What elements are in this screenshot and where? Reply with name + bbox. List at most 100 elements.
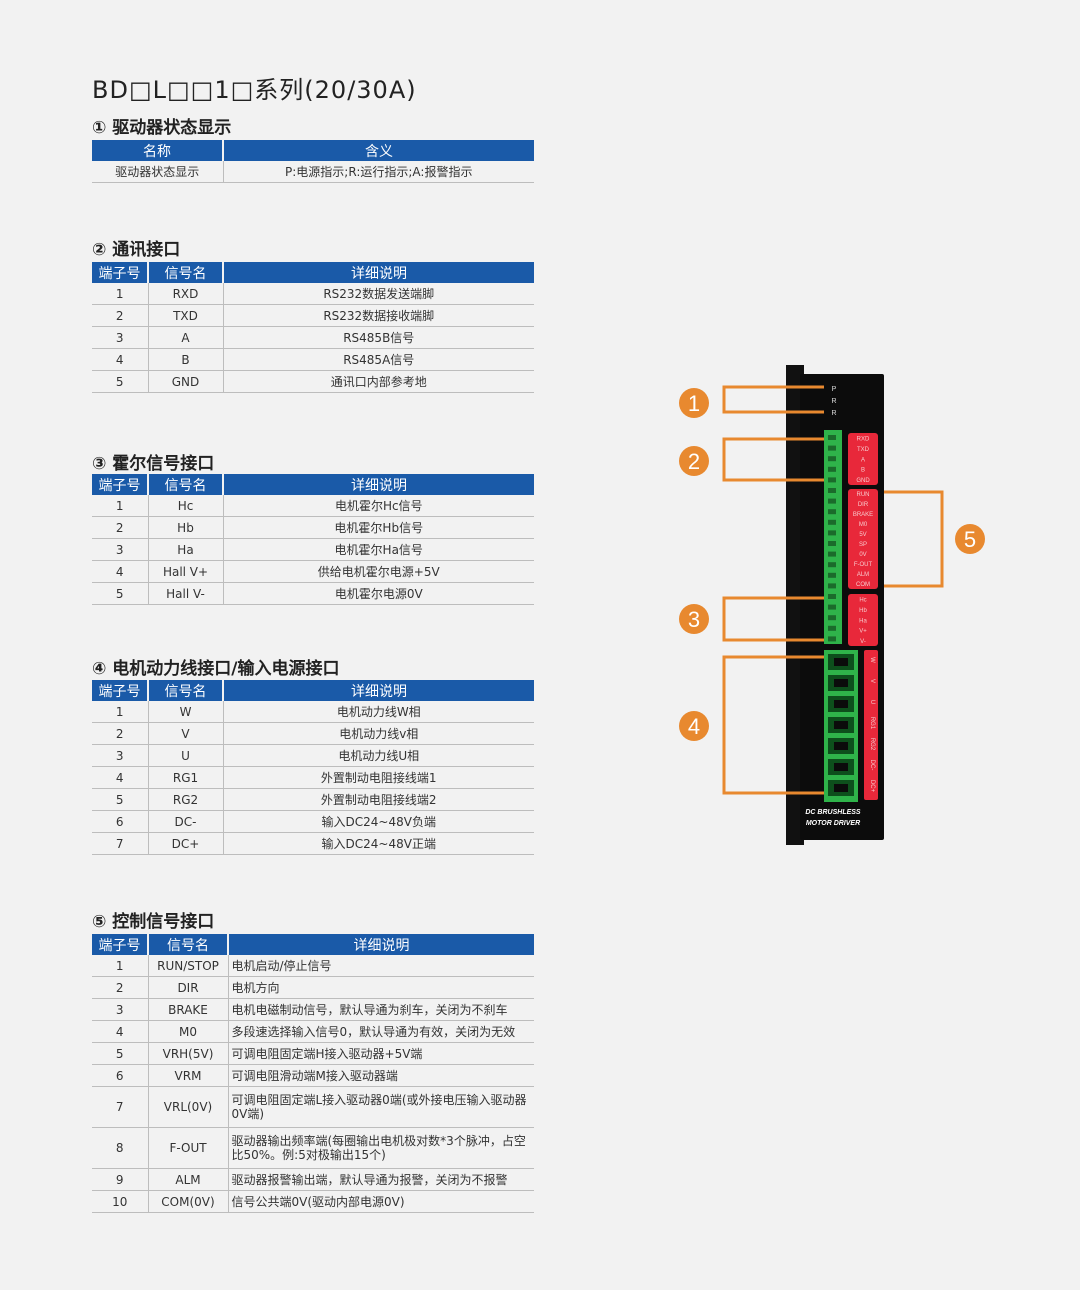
table-cell: 电机电磁制动信号，默认导通为刹车，关闭为不刹车 bbox=[227, 998, 534, 1021]
callout-bracket-4 bbox=[722, 655, 824, 795]
column-header: 端子号 bbox=[92, 934, 148, 955]
terminal-pin bbox=[828, 572, 836, 578]
table-cell: 6 bbox=[92, 810, 148, 833]
terminal-pin bbox=[828, 477, 836, 483]
table-cell: 3 bbox=[92, 998, 148, 1021]
driver-label: ALM bbox=[857, 572, 869, 578]
table-cell: 电机动力线W相 bbox=[222, 701, 534, 723]
driver-label: BRAKE bbox=[853, 512, 873, 518]
table-cell: 输入DC24~48V负端 bbox=[222, 810, 534, 833]
table-cell: 10 bbox=[92, 1190, 148, 1213]
column-header: 信号名 bbox=[147, 934, 228, 955]
table-cell: DC+ bbox=[147, 832, 223, 855]
table-cell: 8 bbox=[92, 1127, 148, 1169]
table-cell: 3 bbox=[92, 326, 148, 349]
table-cell: 2 bbox=[92, 976, 148, 999]
driver-illustration: PRRRXDTXDABGNDRUNDIRBRAKEM05VSP0VF-OUTAL… bbox=[679, 365, 985, 845]
callout-number-badge bbox=[679, 711, 709, 741]
terminal-pin bbox=[828, 530, 836, 536]
power-terminal-hole bbox=[834, 742, 848, 750]
driver-label: RG2 bbox=[869, 738, 875, 751]
table-cell: 驱动器状态显示 bbox=[92, 161, 223, 183]
table-cell: 2 bbox=[92, 516, 148, 539]
table-cell: RS232数据接收端脚 bbox=[222, 304, 534, 327]
brand-text: MOTOR DRIVER bbox=[806, 820, 860, 827]
driver-label: U bbox=[869, 700, 875, 704]
driver-label: Hc bbox=[859, 597, 866, 603]
driver-label: TXD bbox=[857, 447, 870, 453]
comm-label-panel bbox=[848, 433, 878, 485]
table-cell: 外置制动电阻接线端1 bbox=[222, 766, 534, 789]
driver-label: SP bbox=[859, 542, 867, 548]
table-cell: BRAKE bbox=[147, 998, 228, 1021]
table-cell: 9 bbox=[92, 1168, 148, 1191]
table-cell: 电机启动/停止信号 bbox=[227, 955, 534, 977]
callout-number: 5 bbox=[964, 527, 976, 552]
driver-label: A bbox=[861, 457, 865, 463]
table-cell: 5 bbox=[92, 582, 148, 605]
callout-number-badge bbox=[679, 604, 709, 634]
terminal-pin bbox=[828, 551, 836, 557]
table-cell: 驱动器报警输出端，默认导通为报警，关闭为不报警 bbox=[227, 1168, 534, 1191]
column-header: 端子号 bbox=[92, 474, 148, 495]
terminal-pin bbox=[828, 636, 836, 642]
terminal-pin bbox=[828, 488, 836, 493]
terminal-pin bbox=[828, 466, 836, 472]
page-title: BD□L□□1□系列(20/30A) bbox=[92, 76, 417, 104]
driver-label: COM bbox=[856, 582, 870, 588]
table-cell: VRM bbox=[147, 1064, 228, 1087]
table-cell: V bbox=[147, 722, 223, 745]
driver-label: W bbox=[869, 657, 875, 663]
table-cell: RG1 bbox=[147, 766, 223, 789]
section-title-power: ④ 电机动力线接口/输入电源接口 bbox=[92, 659, 340, 679]
led-label: R bbox=[831, 398, 836, 405]
terminal-pin bbox=[828, 562, 836, 568]
terminal-pin bbox=[828, 456, 836, 462]
table-cell: 电机动力线v相 bbox=[222, 722, 534, 745]
table-cell: M0 bbox=[147, 1020, 228, 1043]
driver-label: GND bbox=[856, 478, 870, 484]
section-title-control: ⑤ 控制信号接口 bbox=[92, 912, 215, 932]
table-cell: A bbox=[147, 326, 223, 349]
table-cell: 4 bbox=[92, 348, 148, 371]
table-cell: COM(0V) bbox=[147, 1190, 228, 1213]
section-title-comm: ② 通讯接口 bbox=[92, 240, 181, 260]
table-cell: Hc bbox=[147, 495, 223, 517]
table-cell: RS232数据发送端脚 bbox=[222, 283, 534, 305]
power-terminal-hole bbox=[834, 763, 848, 771]
driver-label: DIR bbox=[858, 502, 869, 508]
table-cell: 驱动器输出频率端(每圈输出电机极对数*3个脉冲，占空比50%。例:5对极输出15… bbox=[227, 1127, 534, 1169]
table-cell: 1 bbox=[92, 955, 148, 977]
column-header: 端子号 bbox=[92, 262, 148, 283]
driver-label: V- bbox=[860, 639, 866, 645]
terminal-pin bbox=[828, 498, 836, 504]
column-header: 端子号 bbox=[92, 680, 148, 701]
table-cell: Ha bbox=[147, 538, 223, 561]
driver-label: RG1 bbox=[869, 717, 875, 730]
column-header: 详细说明 bbox=[222, 262, 534, 283]
driver-label: 0V bbox=[859, 552, 866, 558]
table-cell: 1 bbox=[92, 495, 148, 517]
terminal-pin bbox=[828, 583, 836, 589]
power-terminal-hole bbox=[834, 700, 848, 708]
table-cell: 电机霍尔Ha信号 bbox=[222, 538, 534, 561]
brand-text: DC BRUSHLESS bbox=[805, 809, 861, 816]
callout-bracket-3 bbox=[722, 596, 824, 642]
column-header: 详细说明 bbox=[227, 934, 534, 955]
column-header: 信号名 bbox=[147, 474, 223, 495]
table-cell: P:电源指示;R:运行指示;A:报警指示 bbox=[222, 161, 534, 183]
table-cell: VRH(5V) bbox=[147, 1042, 228, 1065]
